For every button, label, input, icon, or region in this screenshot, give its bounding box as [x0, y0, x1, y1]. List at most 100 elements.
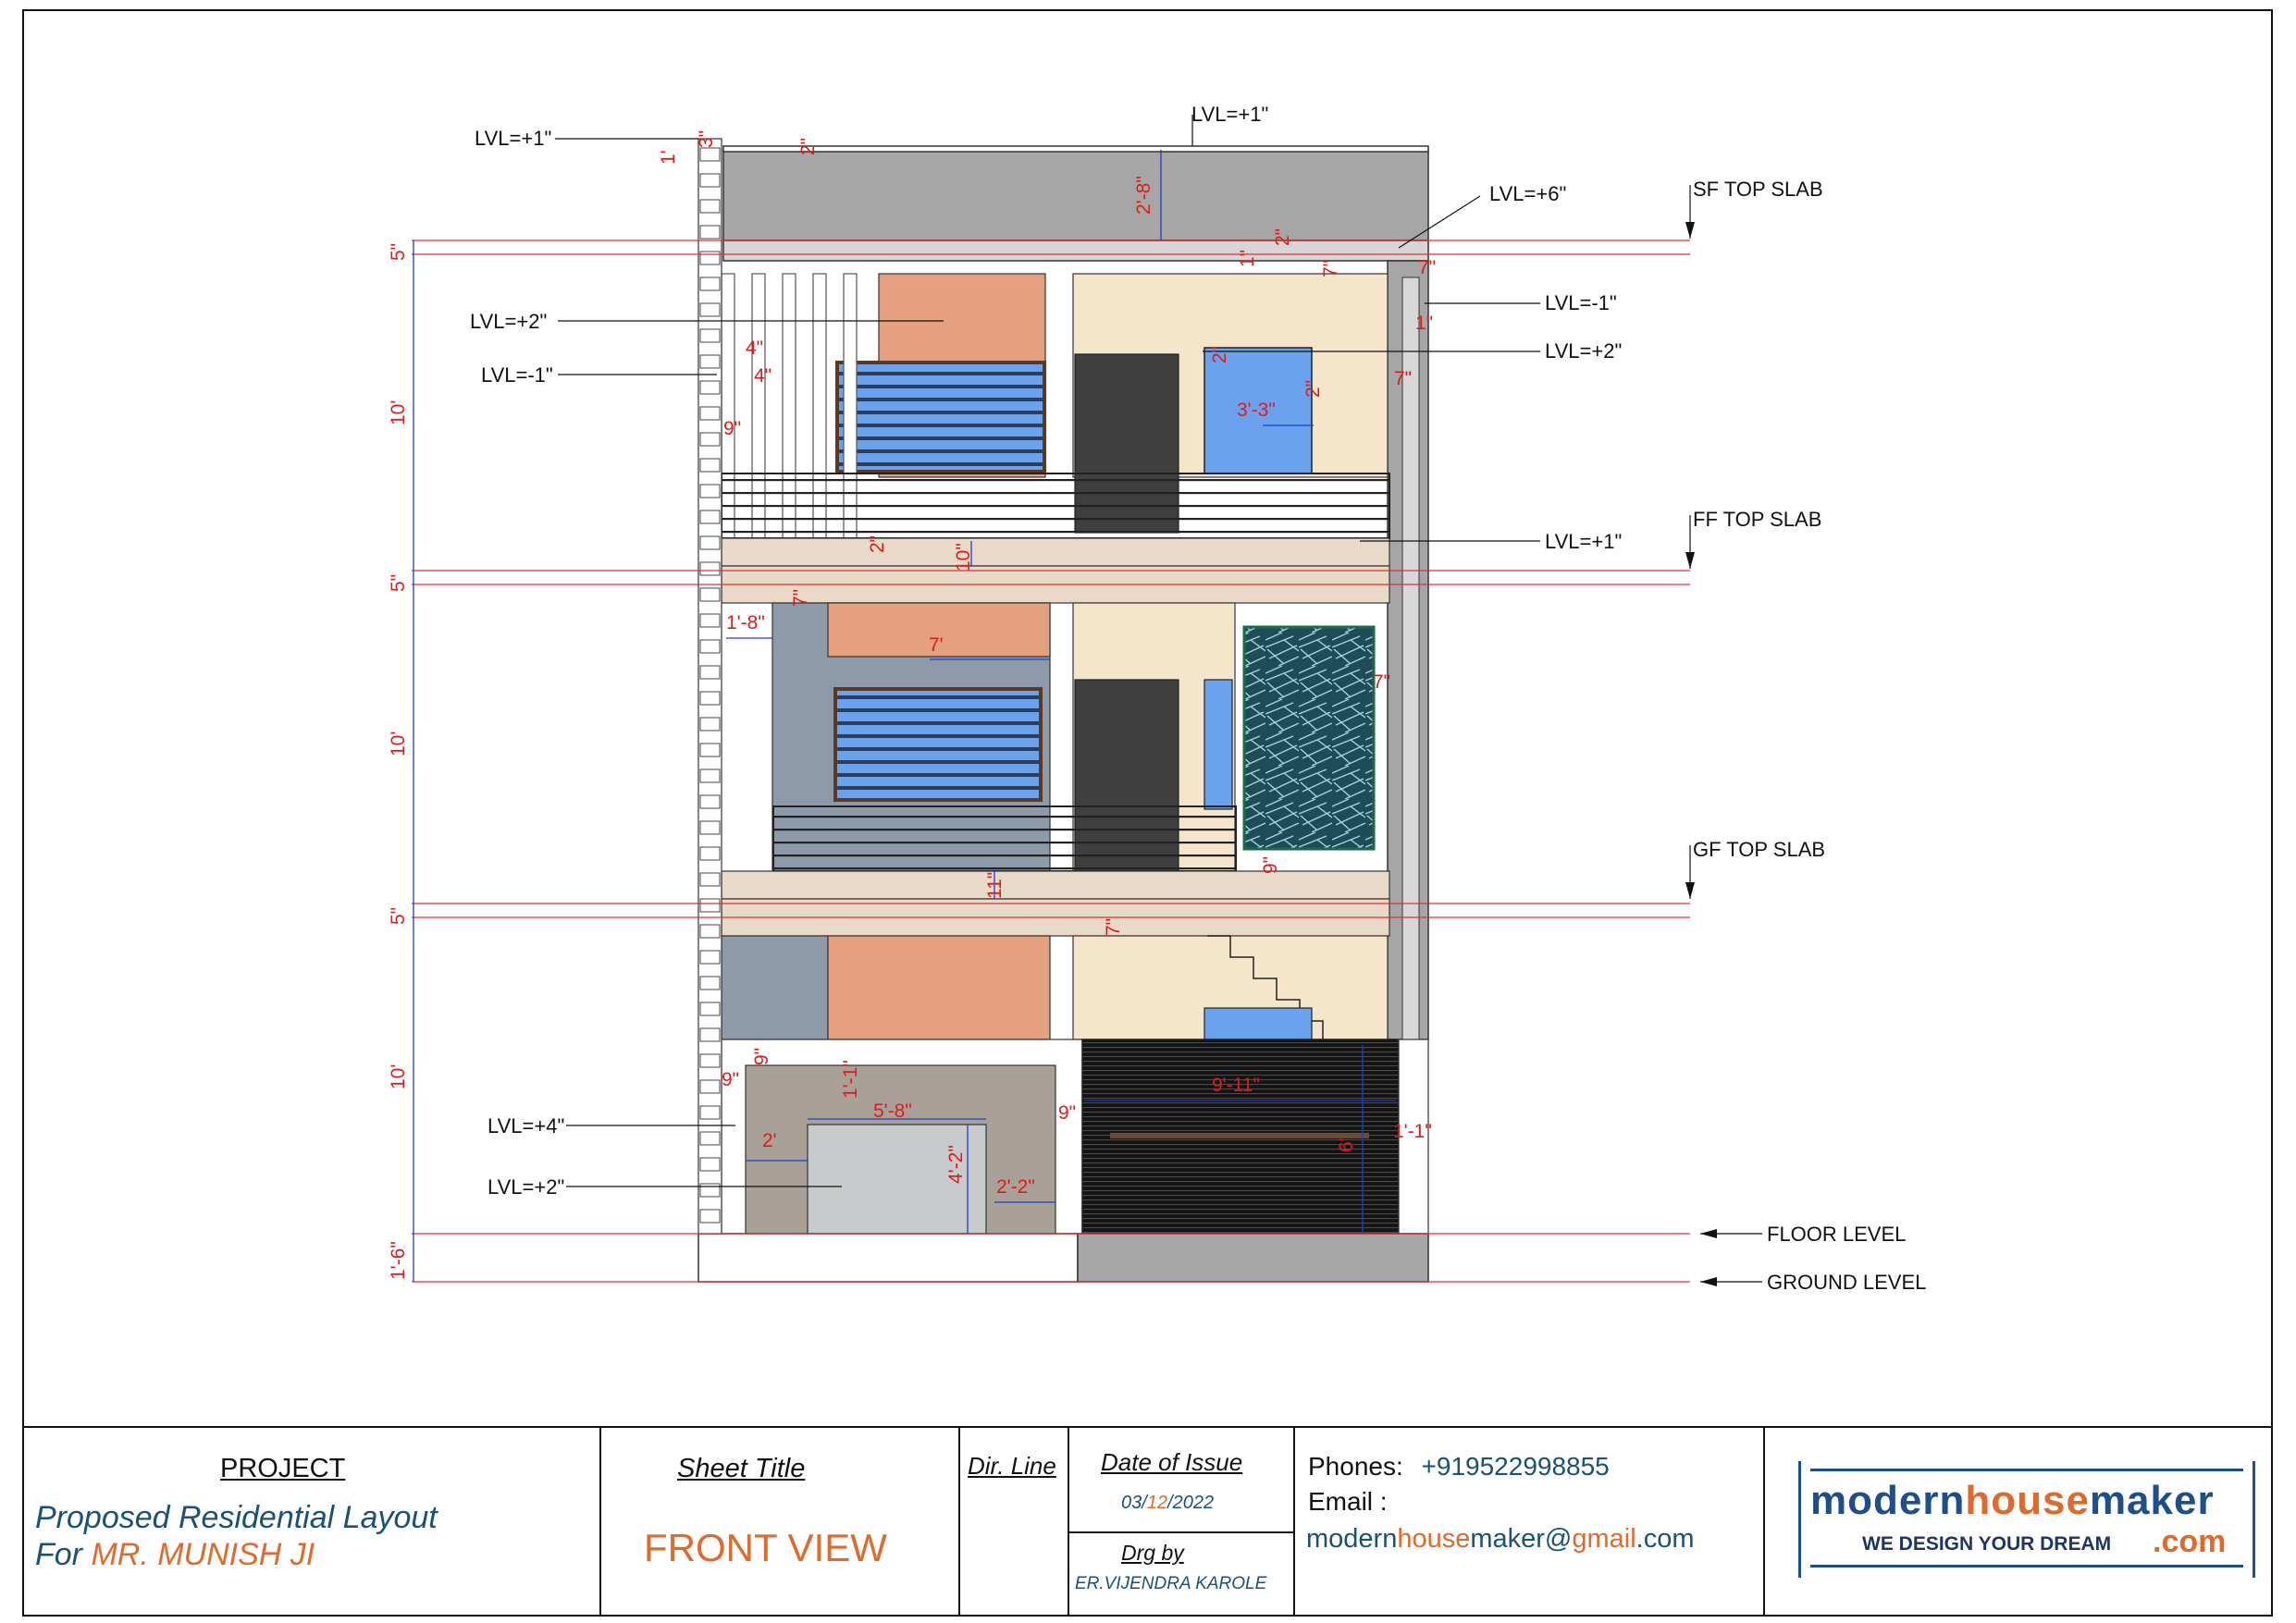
dimension-label: 2"	[797, 138, 819, 155]
project-heading: PROJECT	[220, 1454, 346, 1483]
brick	[699, 1183, 721, 1198]
logo-tagline: WE DESIGN YOUR DREAM	[1862, 1533, 2112, 1555]
dimension-label: 4'-2"	[945, 1145, 967, 1184]
project-for: For	[35, 1537, 82, 1572]
ff-terracotta-band	[827, 602, 1051, 658]
lvl-gf-opening: LVL=+2"	[488, 1175, 564, 1199]
brick	[699, 846, 721, 861]
brick	[699, 1002, 721, 1016]
ff-jali-screen	[1242, 625, 1376, 851]
vdim-plinth: 1'-6"	[388, 1241, 409, 1280]
sheet-title-heading: Sheet Title	[677, 1454, 806, 1483]
email-label: Email :	[1308, 1487, 1388, 1516]
lvl-gf-wall: LVL=+4"	[488, 1114, 564, 1137]
dimension-label: 7"	[1394, 368, 1412, 389]
brick	[699, 561, 721, 576]
lvl-sf-panel: LVL=+2"	[470, 310, 547, 333]
project-title: Proposed Residential Layout	[35, 1500, 438, 1535]
sheet-title: FRONT VIEW	[644, 1526, 887, 1569]
drg-by-name: ER.VIJENDRA KAROLE	[1075, 1574, 1267, 1593]
dimension-label: 1'-8"	[726, 612, 765, 633]
dimension-label: 1'-1"	[840, 1060, 861, 1099]
phones-label: Phones:	[1308, 1452, 1403, 1481]
gf-entry-opening	[807, 1124, 987, 1235]
brick	[699, 251, 721, 265]
brick	[699, 587, 721, 602]
dimension-label: 7"	[1103, 918, 1124, 936]
phone-number[interactable]: +919522998855	[1421, 1452, 1610, 1481]
email-part-house: house	[1397, 1524, 1471, 1554]
sf-balcony-railing	[721, 473, 1390, 539]
dimension-label: 4"	[754, 365, 772, 387]
brick	[699, 432, 721, 447]
drawing-frame	[22, 9, 2273, 1617]
vdim-sf-slab: 5"	[388, 243, 409, 261]
brick	[699, 1157, 721, 1172]
date-cell: Date of Issue 03/12/2022 Drg by ER.VIJEN…	[1069, 1428, 1295, 1617]
sf-balcony-floor	[721, 537, 1390, 567]
lvl-parapet-top: LVL=+1"	[1191, 103, 1268, 126]
project-client: For MR. MUNISH JI	[35, 1537, 315, 1573]
vdim-gf-slab: 5"	[388, 907, 409, 925]
brick	[699, 535, 721, 550]
lvl-sf-slab-right: LVL=+6"	[1489, 182, 1566, 205]
logo-modern: modern	[1810, 1478, 1966, 1523]
brick	[699, 743, 721, 757]
phones-line: Phones: +919522998855	[1308, 1452, 1610, 1482]
dimension-label: 7"	[1373, 671, 1390, 693]
brick	[699, 354, 721, 369]
dimension-label: 9"	[1260, 856, 1281, 874]
dimension-labels: 1'3"2"2'-8"1"2"7"7"1"4"4"9"2"3'-3"2"7"2"…	[658, 130, 1436, 1198]
gf-pillar	[1398, 1039, 1429, 1235]
dimension-label: 2'-8"	[1133, 176, 1154, 215]
brick-courses	[699, 147, 721, 1223]
logo-cell: modernhousemaker WE DESIGN YOUR DREAM .c…	[1765, 1428, 2269, 1617]
dimension-label: 2'	[762, 1130, 777, 1151]
dimension-label: 1"	[1237, 250, 1258, 267]
brick	[699, 1209, 721, 1223]
brick	[699, 717, 721, 732]
level-arrowheads	[1685, 222, 1717, 1286]
brick	[699, 691, 721, 706]
dimension-label: 4"	[746, 338, 763, 359]
dir-line: Dir. Line	[968, 1452, 1056, 1480]
date-year: /2022	[1167, 1493, 1215, 1513]
lvl-sf-fins: LVL=-1"	[481, 363, 553, 387]
brick	[699, 147, 721, 162]
dimension-label: 7"	[1418, 257, 1436, 278]
dimension-label: 2"	[1302, 380, 1324, 398]
brick	[699, 225, 721, 240]
project-cell: PROJECT Proposed Residential Layout For …	[22, 1428, 601, 1617]
brick	[699, 1131, 721, 1146]
dimension-label: 1'-1"	[1393, 1121, 1432, 1142]
brick	[699, 613, 721, 628]
drg-by-heading: Drg by	[1121, 1541, 1184, 1565]
dir-line-cell: Dir. Line	[960, 1428, 1069, 1617]
dimension-lines	[726, 150, 1397, 1234]
right-frame-inner	[1401, 277, 1420, 1040]
email-part-maker: maker@	[1470, 1524, 1573, 1554]
gf-slate-panel	[721, 935, 829, 1040]
brick	[699, 768, 721, 783]
brick	[699, 458, 721, 473]
ff-louvered-window	[833, 687, 1043, 802]
dimension-label: 2"	[1272, 228, 1293, 246]
brick	[699, 277, 721, 291]
brick	[699, 1079, 721, 1094]
ff-balcony-floor	[721, 870, 1390, 900]
brick	[699, 924, 721, 939]
email-part-gmail: gmail	[1572, 1524, 1636, 1554]
parapet-wall	[722, 149, 1429, 241]
email-address[interactable]: modernhousemaker@gmail.com	[1306, 1524, 1695, 1555]
vdim-ff-slab: 5"	[388, 574, 409, 592]
logo-com: .com	[2153, 1524, 2227, 1559]
brand-logo: modernhousemaker WE DESIGN YOUR DREAM .c…	[1798, 1461, 2255, 1578]
dimension-label: 3'-3"	[1237, 400, 1276, 421]
contact-cell: Phones: +919522998855 Email : modernhous…	[1295, 1428, 1765, 1617]
ref-ff-top-slab: FF TOP SLAB	[1693, 508, 1821, 531]
brick	[699, 380, 721, 395]
front-elevation-drawing: 5" 10' 5" 10' 5" 10' 1'-6" LVL=+1" LVL=+…	[388, 103, 1926, 1294]
dimension-label: 7"	[790, 589, 811, 607]
email-part-modern: modern	[1306, 1524, 1398, 1554]
dimension-label: 7"	[1320, 260, 1341, 277]
